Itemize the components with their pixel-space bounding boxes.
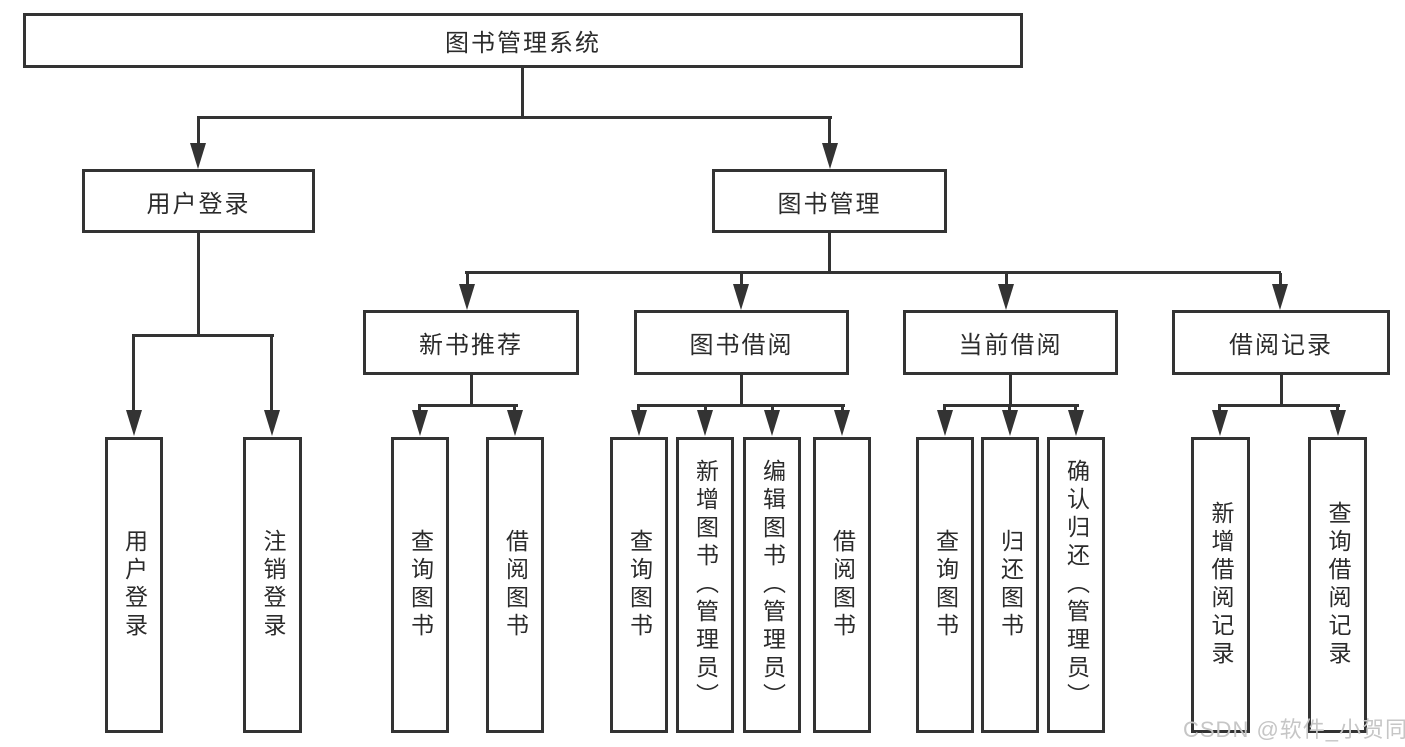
- node-label: 图书借阅: [689, 332, 794, 359]
- arrow-down-icon: [264, 410, 280, 436]
- node-label: 查询图书: [626, 529, 653, 641]
- arrow-down-icon: [697, 410, 713, 436]
- node-label: 当前借阅: [958, 332, 1063, 359]
- arrow-down-icon: [507, 410, 523, 436]
- node-label: 查询图书: [932, 529, 959, 641]
- watermark: CSDN @软件_小贺同学: [1183, 717, 1405, 742]
- node-user-login: 用户登录: [82, 169, 315, 233]
- arrow-down-icon: [937, 410, 953, 436]
- connector-line: [466, 273, 469, 286]
- connector-line: [1074, 406, 1077, 412]
- leaf-edit-books-admin: 编辑图书（管理员）: [743, 437, 801, 733]
- connector-line: [841, 406, 844, 412]
- node-current-borrowing: 当前借阅: [903, 310, 1118, 375]
- node-label: 用户登录: [146, 190, 251, 218]
- leaf-add-borrow-record: 新增借阅记录: [1191, 437, 1250, 733]
- connector-line: [828, 233, 831, 273]
- arrow-down-icon: [190, 143, 206, 169]
- connector-line: [1009, 375, 1012, 406]
- node-label: 编辑图书（管理员）: [759, 459, 786, 711]
- arrow-down-icon: [1002, 410, 1018, 436]
- leaf-query-books-current: 查询图书: [916, 437, 974, 733]
- leaf-logout: 注销登录: [243, 437, 302, 733]
- connector-line: [771, 406, 774, 412]
- node-book-borrowing: 图书借阅: [634, 310, 849, 375]
- connector-line: [132, 336, 135, 411]
- arrow-down-icon: [1272, 284, 1288, 310]
- node-label: 新增借阅记录: [1208, 501, 1234, 669]
- connector-line: [1005, 273, 1008, 286]
- connector-line: [637, 404, 845, 407]
- arrow-down-icon: [126, 410, 142, 436]
- connector-line: [513, 406, 516, 412]
- node-label: 注销登录: [260, 529, 286, 641]
- connector-line: [1279, 273, 1282, 286]
- leaf-borrow-books: 借阅图书: [813, 437, 871, 733]
- connector-line: [132, 334, 274, 337]
- arrow-down-icon: [412, 410, 428, 436]
- leaf-borrow-books-recommend: 借阅图书: [486, 437, 544, 733]
- arrow-down-icon: [631, 410, 647, 436]
- leaf-query-borrow-record: 查询借阅记录: [1308, 437, 1367, 733]
- connector-line: [197, 233, 200, 336]
- node-label: 查询图书: [407, 529, 434, 641]
- node-label: 用户登录: [121, 529, 148, 641]
- node-label: 图书管理系统: [445, 30, 601, 57]
- node-label: 借阅图书: [502, 529, 529, 641]
- connector-line: [1008, 406, 1011, 412]
- connector-line: [1218, 406, 1221, 412]
- connector-line: [1280, 375, 1283, 406]
- node-book-management: 图书管理: [712, 169, 947, 233]
- node-label: 新增图书（管理员）: [692, 459, 719, 711]
- arrow-down-icon: [834, 410, 850, 436]
- node-label: 归还图书: [997, 529, 1024, 641]
- arrow-down-icon: [998, 284, 1014, 310]
- connector-line: [465, 271, 1281, 274]
- leaf-query-books-recommend: 查询图书: [391, 437, 449, 733]
- arrow-down-icon: [1330, 410, 1346, 436]
- connector-line: [704, 406, 707, 412]
- connector-line: [740, 273, 743, 286]
- connector-line: [418, 406, 421, 412]
- arrow-down-icon: [764, 410, 780, 436]
- node-borrowing-records: 借阅记录: [1172, 310, 1390, 375]
- node-label: 查询借阅记录: [1325, 501, 1351, 669]
- node-label: 借阅图书: [829, 529, 856, 641]
- arrow-down-icon: [1068, 410, 1084, 436]
- node-label: 图书管理: [777, 190, 882, 218]
- node-library-management-system: 图书管理系统: [23, 13, 1023, 68]
- leaf-return-books: 归还图书: [981, 437, 1039, 733]
- connector-line: [470, 375, 473, 406]
- node-label: 借阅记录: [1229, 332, 1333, 359]
- connector-line: [270, 336, 273, 411]
- connector-line: [637, 406, 640, 412]
- connector-line: [197, 116, 832, 119]
- connector-line: [1218, 404, 1340, 407]
- arrow-down-icon: [822, 143, 838, 169]
- leaf-user-login: 用户登录: [105, 437, 163, 733]
- leaf-confirm-return-admin: 确认归还（管理员）: [1047, 437, 1105, 733]
- leaf-add-books-admin: 新增图书（管理员）: [676, 437, 734, 733]
- arrow-down-icon: [1212, 410, 1228, 436]
- connector-line: [521, 68, 524, 117]
- node-label: 确认归还（管理员）: [1063, 459, 1090, 711]
- connector-line: [828, 118, 831, 145]
- node-label: 新书推荐: [419, 332, 523, 359]
- arrow-down-icon: [459, 284, 475, 310]
- leaf-query-books-borrow: 查询图书: [610, 437, 668, 733]
- connector-line: [197, 118, 200, 145]
- connector-line: [418, 404, 518, 407]
- connector-line: [1336, 406, 1339, 412]
- arrow-down-icon: [733, 284, 749, 310]
- node-new-book-recommendation: 新书推荐: [363, 310, 579, 375]
- connector-line: [740, 375, 743, 406]
- connector-line: [943, 404, 1079, 407]
- connector-line: [943, 406, 946, 412]
